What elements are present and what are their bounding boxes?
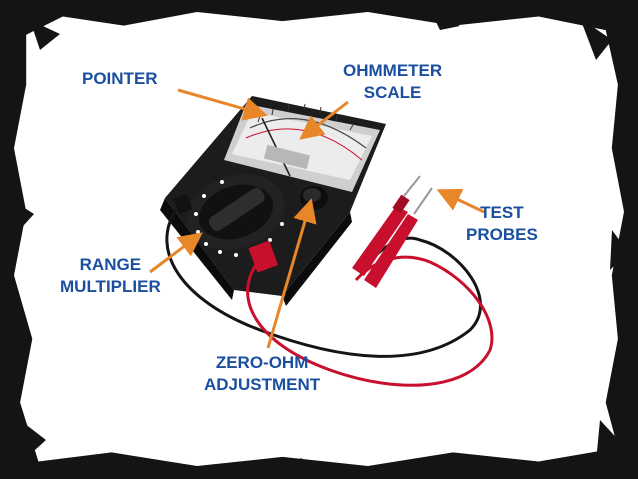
range-multiplier-arrow <box>149 232 203 274</box>
gauge-face <box>224 103 380 192</box>
ohmmeter-label-line1: OHMMETER <box>343 61 443 80</box>
test-probes-label-line1: TEST <box>480 203 524 222</box>
ohmmeter-scale-arrow <box>299 100 349 140</box>
test-probes-label-line2: PROBES <box>466 225 538 244</box>
annotation-arrows <box>149 88 485 349</box>
red-probe-cable <box>246 255 494 387</box>
zero-ohm-label-line1: ZERO-OHM <box>215 353 309 372</box>
test-probe-black <box>364 187 433 288</box>
zero-ohm-arrow <box>266 198 317 349</box>
black-probe-cable <box>165 209 482 358</box>
range-label-line2: MULTIPLIER <box>60 277 161 296</box>
pointer-label-text: POINTER <box>82 69 158 88</box>
ohmmeter-scale-label: OHMMETER SCALE <box>343 60 442 104</box>
range-multiplier-label: RANGE MULTIPLIER <box>60 254 161 298</box>
ohmmeter-label-line2: SCALE <box>363 83 422 102</box>
test-probes-arrow <box>436 188 485 214</box>
range-selector-dial <box>187 174 285 257</box>
range-label-line1: RANGE <box>79 255 142 274</box>
pointer-label: POINTER <box>82 68 158 90</box>
zero-ohm-knob <box>300 186 328 210</box>
zero-ohm-label-line2: ADJUSTMENT <box>204 375 321 394</box>
test-probe-red <box>352 175 421 276</box>
pointer-arrow <box>177 88 268 121</box>
zero-ohm-adjustment-label: ZERO-OHM ADJUSTMENT <box>204 352 320 396</box>
test-probes-label: TEST PROBES <box>466 202 538 246</box>
